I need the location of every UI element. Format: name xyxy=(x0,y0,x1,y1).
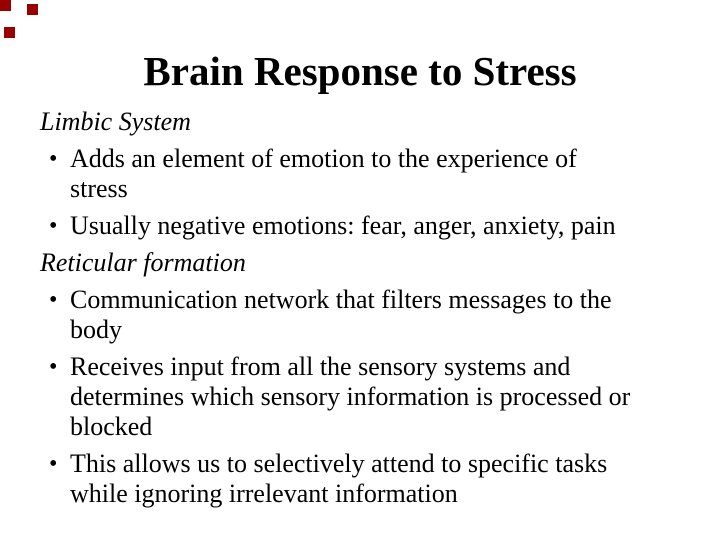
bullet-marker: • xyxy=(49,213,58,239)
bullet-line: while ignoring irrelevant information xyxy=(70,479,458,508)
bullet-item: • This allows us to selectively attend t… xyxy=(40,449,720,509)
bullet-marker: • xyxy=(49,451,58,477)
bullet-line: Receives input from all the sensory syst… xyxy=(70,352,571,381)
section-heading-limbic-system: Limbic System xyxy=(40,107,191,136)
bullet-marker: • xyxy=(49,287,58,313)
bullet-line: blocked xyxy=(70,412,153,441)
bullet-line: Usually negative emotions: fear, anger, … xyxy=(70,211,616,240)
section-heading-reticular-formation: Reticular formation xyxy=(40,248,246,277)
bullet-line: This allows us to selectively attend to … xyxy=(70,449,608,478)
bullet-text: Receives input from all the sensory syst… xyxy=(70,352,630,442)
bullet-marker: • xyxy=(49,354,58,380)
bullet-line: body xyxy=(70,315,122,344)
corner-mark-bottom-left xyxy=(0,0,11,11)
bullet-text: Usually negative emotions: fear, anger, … xyxy=(70,211,616,241)
bullet-line: Adds an element of emotion to the experi… xyxy=(70,144,577,173)
bullet-line: determines which sensory information is … xyxy=(70,382,631,411)
slide-body: Limbic System • Adds an element of emoti… xyxy=(40,107,720,509)
slide-title: Brain Response to Stress xyxy=(143,48,577,94)
bullet-line: stress xyxy=(70,174,128,203)
bullet-item: • Adds an element of emotion to the expe… xyxy=(40,144,720,204)
bullet-item: • Usually negative emotions: fear, anger… xyxy=(40,211,720,241)
corner-mark-top xyxy=(27,4,38,15)
bullet-text: Adds an element of emotion to the experi… xyxy=(70,144,577,204)
bullet-text: This allows us to selectively attend to … xyxy=(70,449,607,509)
bullet-item: • Communication network that filters mes… xyxy=(40,285,720,345)
bullet-marker: • xyxy=(49,146,58,172)
bullet-item: • Receives input from all the sensory sy… xyxy=(40,352,720,442)
bullet-line: Communication network that filters messa… xyxy=(70,285,612,314)
bullet-text: Communication network that filters messa… xyxy=(70,285,612,345)
corner-mark-left xyxy=(4,27,15,38)
